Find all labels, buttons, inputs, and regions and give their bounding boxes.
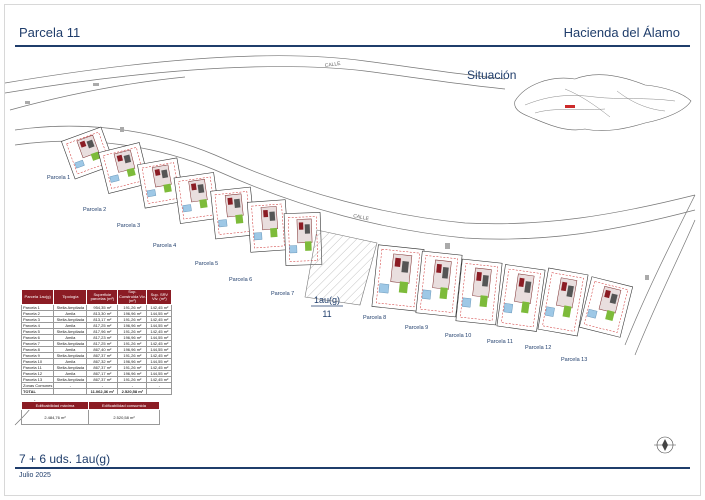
parcel-label: Parcela 12 <box>525 345 551 351</box>
units-summary: 7 + 6 uds. 1au(g) <box>19 452 111 466</box>
parcel-label: Parcela 5 <box>195 261 218 267</box>
site-plan: CALLE CALLE 1au(g) 11 Parcela 1 Parcela 2… <box>5 55 696 454</box>
parcel-block <box>246 199 290 253</box>
parcel-block <box>415 250 463 318</box>
table-cell: 142,45 m² <box>146 364 173 371</box>
parcel-label: Parcela 11 <box>487 339 513 345</box>
table-cell: 11.062,36 m² <box>86 388 119 395</box>
parcel-label: Parcela 1 <box>47 175 70 181</box>
table-cell: 2.520,58 m² <box>117 388 148 395</box>
parcel-labels: Parcela 1 Parcela 2 Parcela 3 Parcela 4 Parc… <box>47 175 587 363</box>
table-header-cell: Parcela 1au(g) <box>20 289 55 305</box>
parcel-blocks <box>61 126 634 338</box>
table-cell: 142,45 m² <box>146 304 173 311</box>
table-cell: 142,45 m² <box>146 328 173 335</box>
edif-max-header: Edificabilidad máxima <box>21 401 89 410</box>
zone-label: 1au(g) <box>314 295 340 305</box>
parcel-label: Parcela 7 <box>271 291 294 297</box>
table-header-cell: Tipología <box>53 289 88 305</box>
parcel-block <box>173 172 221 224</box>
table-cell: 144,55 m² <box>146 334 173 341</box>
table-cell: 144,55 m² <box>146 358 173 365</box>
situation-map <box>514 74 692 131</box>
parcel-label: Parcela 8 <box>363 315 386 321</box>
parcel-block <box>455 258 503 326</box>
plan-sheet: Parcela 11 Hacienda del Álamo CALLE CALL… <box>4 4 701 496</box>
parcel-block <box>61 126 115 180</box>
parcel-block <box>537 267 589 337</box>
table-header-cell: Sup. Construida Viv. (m²) <box>117 289 148 305</box>
table-cell: Stella Ampliada <box>53 304 88 311</box>
parcel-block <box>578 276 634 338</box>
table-cell: Stella Ampliada <box>53 364 88 371</box>
table-cell: Stella Ampliada <box>53 352 88 359</box>
table-cell: 144,55 m² <box>146 310 173 317</box>
table-cell: Stella Ampliada <box>53 328 88 335</box>
upper-road <box>5 55 696 426</box>
table-cell: 142,45 m² <box>146 316 173 323</box>
table-header-cell: Superficie parcelas (m²) <box>86 289 119 305</box>
table-cell: 142,45 m² <box>146 376 173 383</box>
date-label: Julio 2025 <box>19 472 51 479</box>
parcel-label: Parcela 2 <box>83 207 106 213</box>
table-cell: Stella Ampliada <box>53 376 88 383</box>
table-cell <box>53 388 88 395</box>
table-cell: Zonas Comunes <box>20 382 55 389</box>
parcel-label: Parcela 6 <box>229 277 252 283</box>
zone-number: 11 <box>322 309 331 319</box>
table-cell: 144,55 m² <box>146 346 173 353</box>
parcel-block <box>371 244 425 312</box>
parcel-label: Parcela 10 <box>445 333 471 339</box>
parcel-block <box>496 264 546 332</box>
north-arrow-icon <box>654 436 676 454</box>
situation-label: Situación <box>467 68 517 82</box>
table-cell <box>146 388 173 395</box>
street-label: CALLE <box>353 213 370 222</box>
table-header-cell: Sup. SRV Viv. (m²) <box>146 289 173 305</box>
edif-consumed-header: Edificabilidad consumida <box>88 401 160 410</box>
street-label: CALLE <box>324 61 341 69</box>
table-cell: 144,55 m² <box>146 322 173 329</box>
edif-consumed-value: 2.520,58 m² <box>88 409 160 425</box>
parcel-label: Parcela 3 <box>117 223 140 229</box>
table-cell: 144,55 m² <box>146 370 173 377</box>
parcel-block <box>137 157 185 209</box>
table-cell: 142,45 m² <box>146 340 173 347</box>
parcel-label: Parcela 9 <box>405 325 428 331</box>
table-cell: 142,45 m² <box>146 352 173 359</box>
parcel-block <box>210 186 256 240</box>
table-cell: Stella Ampliada <box>53 340 88 347</box>
table-cell: Stella Ampliada <box>53 316 88 323</box>
parcel-block <box>283 212 323 266</box>
project-name: Hacienda del Álamo <box>563 25 680 40</box>
parcel-block <box>98 142 150 194</box>
sidewalk-marks <box>25 83 649 280</box>
header-rule <box>15 45 690 47</box>
edif-max-value: 2.484,76 m² <box>21 409 89 425</box>
footer-rule <box>15 467 690 469</box>
page-title: Parcela 11 <box>19 25 81 40</box>
parcel-label: Parcela 13 <box>561 357 587 363</box>
edificabilidad-table: Edificabilidad máxima Edificabilidad con… <box>21 401 160 425</box>
parcel-label: Parcela 4 <box>153 243 176 249</box>
hatched-parcel <box>304 229 378 306</box>
table-cell: TOTAL <box>20 388 55 395</box>
